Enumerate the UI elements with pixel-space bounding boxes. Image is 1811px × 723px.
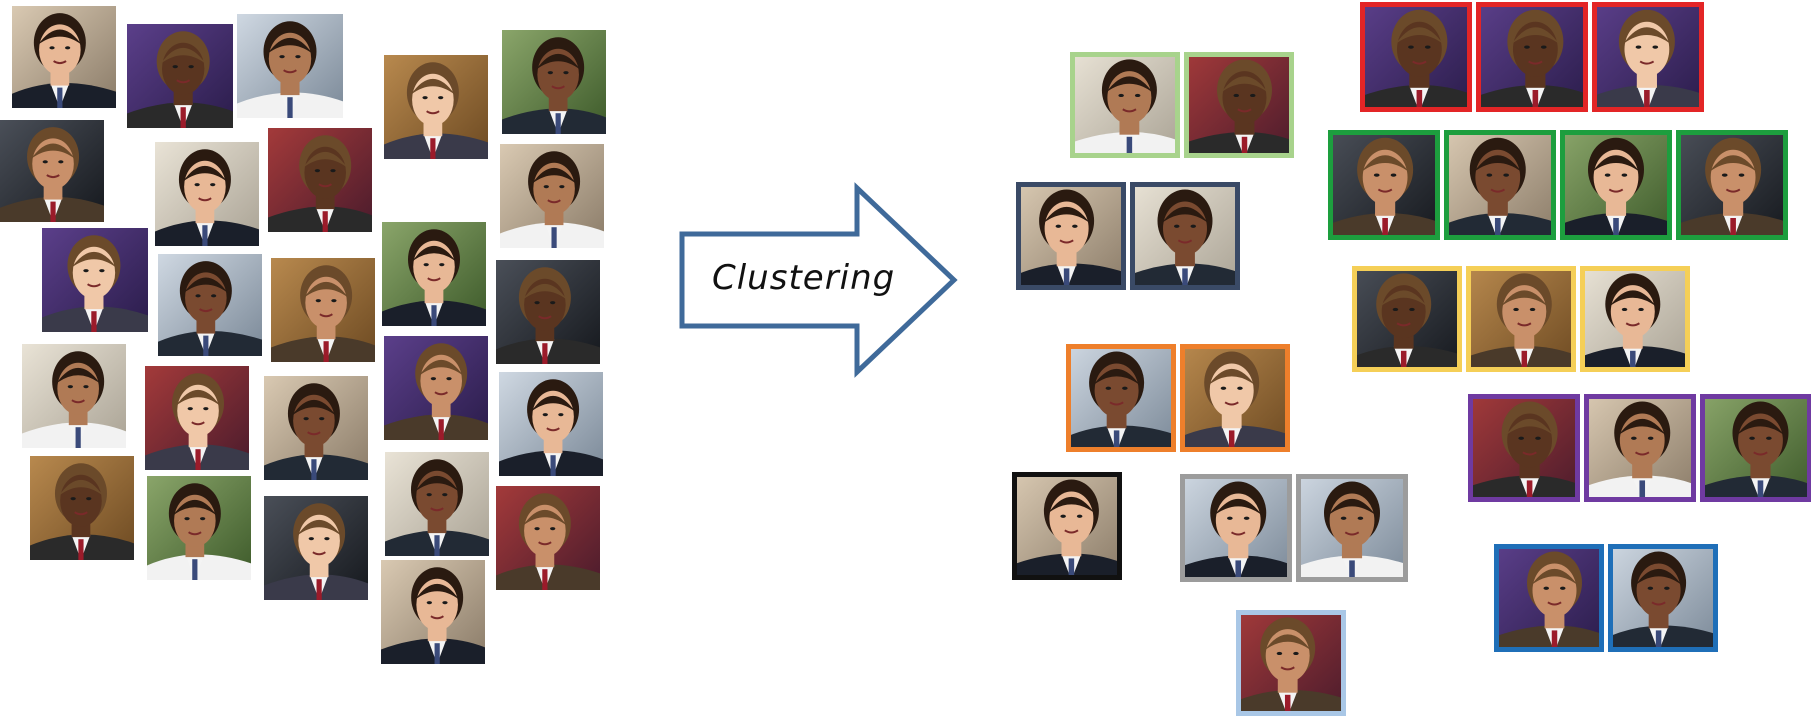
- clustered-face-photo: [1130, 182, 1240, 290]
- clustered-face-photo: [1592, 2, 1704, 112]
- input-face-photo: [237, 14, 343, 118]
- clustered-face-photo: [1444, 130, 1556, 240]
- cluster-border: [1236, 610, 1346, 716]
- clustered-face-photo: [1184, 52, 1294, 158]
- face-cluster: [1352, 266, 1690, 372]
- input-face-photo: [0, 120, 104, 222]
- cluster-border: [1584, 394, 1696, 502]
- face-cluster: [1360, 2, 1704, 112]
- shoulders: [384, 414, 488, 440]
- face-cluster: [1066, 344, 1290, 452]
- input-face-photo: [384, 336, 488, 440]
- clustered-face-photo: [1468, 394, 1580, 502]
- clustered-face-photo: [1676, 130, 1788, 240]
- input-face-photo: [500, 144, 604, 248]
- input-face-photo: [385, 452, 489, 556]
- input-face-photo: [147, 476, 251, 580]
- input-face-photo: [155, 142, 259, 246]
- cluster-border: [1608, 544, 1718, 652]
- cluster-border: [1494, 544, 1604, 652]
- input-face-photo: [268, 128, 372, 232]
- input-face-photo: [264, 376, 368, 480]
- clustered-face-photo: [1180, 474, 1292, 582]
- shoulders: [1494, 625, 1604, 652]
- shoulders: [268, 206, 372, 232]
- clustering-label: Clustering: [712, 258, 895, 298]
- input-face-photo: [502, 30, 606, 134]
- input-face-photo: [158, 254, 262, 356]
- clustered-face-photo: [1328, 130, 1440, 240]
- cluster-border: [1070, 52, 1180, 158]
- input-face-photo: [264, 496, 368, 600]
- input-face-photo: [384, 55, 488, 159]
- cluster-border: [1180, 344, 1290, 452]
- shoulders: [1184, 132, 1294, 158]
- cluster-border: [1066, 344, 1176, 452]
- input-face-photo: [12, 6, 116, 108]
- face-cluster: [1494, 544, 1718, 652]
- cluster-border: [1184, 52, 1294, 158]
- cluster-border: [1360, 2, 1472, 112]
- face-clusters: [1012, 2, 1811, 716]
- clustered-face-photo: [1070, 52, 1180, 158]
- cluster-border: [1476, 2, 1588, 112]
- input-face-photo: [271, 258, 375, 362]
- input-face-photo: [127, 24, 233, 128]
- face-cluster: [1012, 472, 1122, 580]
- clustered-face-photo: [1296, 474, 1408, 582]
- input-face-photo: [30, 456, 134, 560]
- cluster-border: [1016, 182, 1126, 290]
- input-face-photo: [499, 372, 603, 476]
- face-cluster: [1236, 610, 1346, 716]
- clustered-face-photo: [1466, 266, 1576, 372]
- cluster-border: [1296, 474, 1408, 582]
- clustered-face-photo: [1012, 472, 1122, 580]
- face-cluster: [1468, 394, 1811, 502]
- clustered-face-photo: [1180, 344, 1290, 452]
- cluster-border: [1012, 472, 1122, 580]
- input-face-photo: [381, 560, 485, 664]
- clustered-face-photo: [1494, 544, 1604, 652]
- unclustered-face-collage: [0, 6, 606, 664]
- clustering-arrow: Clustering: [679, 182, 958, 378]
- clustered-face-photo: [1476, 2, 1588, 112]
- clustered-face-photo: [1700, 394, 1811, 502]
- clustered-face-photo: [1066, 344, 1176, 452]
- clustering-arrow-shape: [679, 182, 958, 378]
- clustered-face-photo: [1608, 544, 1718, 652]
- face-cluster: [1016, 182, 1240, 290]
- clustered-face-photo: [1016, 182, 1126, 290]
- cluster-border: [1444, 130, 1556, 240]
- shoulders: [1468, 475, 1580, 502]
- input-face-photo: [382, 222, 486, 326]
- input-face-photo: [145, 366, 249, 470]
- cluster-border: [1352, 266, 1462, 372]
- cluster-border: [1676, 130, 1788, 240]
- face-cluster: [1328, 130, 1788, 240]
- cluster-border: [1468, 394, 1580, 502]
- cluster-border: [1700, 394, 1811, 502]
- cluster-border: [1180, 474, 1292, 582]
- clustered-face-photo: [1236, 610, 1346, 716]
- input-face-photo: [496, 260, 600, 364]
- cluster-border: [1580, 266, 1690, 372]
- cluster-border: [1466, 266, 1576, 372]
- cluster-border: [1328, 130, 1440, 240]
- face-cluster: [1180, 474, 1408, 582]
- clustered-face-photo: [1360, 2, 1472, 112]
- clustered-face-photo: [1352, 266, 1462, 372]
- face-cluster: [1070, 52, 1294, 158]
- clustered-face-photo: [1584, 394, 1696, 502]
- cluster-border: [1592, 2, 1704, 112]
- cluster-border: [1130, 182, 1240, 290]
- clustered-face-photo: [1560, 130, 1672, 240]
- cluster-border: [1560, 130, 1672, 240]
- input-face-photo: [22, 344, 126, 448]
- input-face-photo: [42, 228, 148, 332]
- clustered-face-photo: [1580, 266, 1690, 372]
- input-face-photo: [496, 486, 600, 590]
